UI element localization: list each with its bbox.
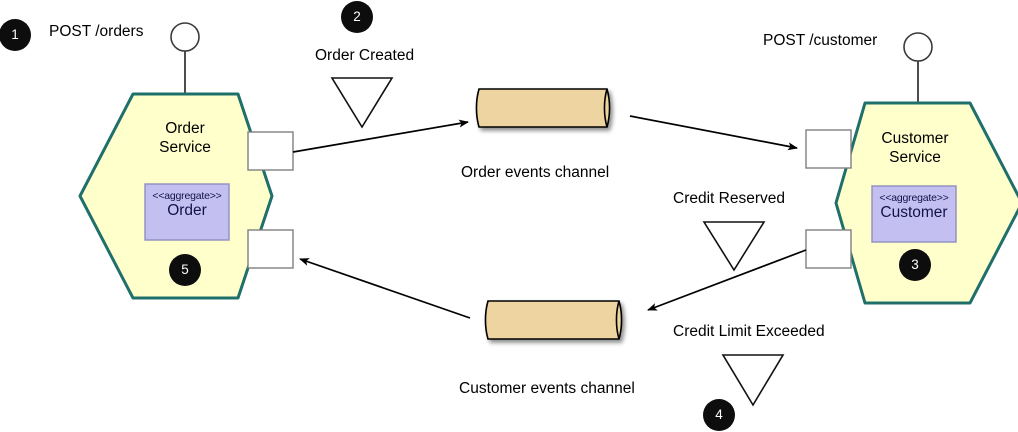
customer-service-outbound-port[interactable] [805,229,852,269]
order-service-outbound-port[interactable] [247,131,294,171]
customer-service-title-line2: Service [889,148,941,166]
step-badge-5-label: 5 [181,262,189,277]
order-events-channel-cap [603,88,608,128]
customer-service-node[interactable] [805,32,1018,305]
credit-reserved-event-label: Credit Reserved [673,190,785,207]
order-created-event-label: Order Created [315,47,415,64]
customer-service-inbound-port[interactable] [805,129,852,169]
order-events-channel-label: Order events channel [461,164,610,181]
step-badge-2-label: 2 [353,9,361,24]
order-service-title: Order Service [135,120,235,158]
step-badge-3[interactable] [899,249,931,281]
order-events-channel-node[interactable] [475,88,611,128]
customer-aggregate-name: Customer [880,204,948,222]
step-badge-1-label: 1 [11,27,19,42]
step-badge-4[interactable] [703,399,735,431]
step-badge-3-label: 3 [911,257,919,272]
credit-reserved-event-triangle[interactable] [702,221,766,272]
credit-limit-exceeded-event-label: Credit Limit Exceeded [673,323,825,340]
order-events-channel-body[interactable] [475,88,611,128]
order-service-title-line2: Service [159,138,211,156]
flow-order-channel-to-customer-service [629,115,798,151]
customer-aggregate-label: <<aggregate>> Customer [870,192,958,222]
flow-order-service-to-order-channel [292,119,469,153]
order-service-lollipop-icon[interactable] [170,22,200,52]
customer-events-channel-body[interactable] [484,300,623,340]
order-service-node[interactable] [78,22,294,300]
order-created-event-triangle[interactable] [330,77,394,129]
customer-service-title: Customer Service [864,130,966,168]
customer-service-lollipop-icon[interactable] [903,32,933,62]
order-aggregate-label: <<aggregate>> Order [145,190,229,220]
customer-aggregate-box[interactable] [871,185,957,243]
customer-events-channel-node[interactable] [484,300,623,340]
order-aggregate-name: Order [167,202,207,220]
customer-service-endpoint-label: POST /customer [763,32,878,49]
order-service-inbound-port[interactable] [247,229,294,269]
customer-events-channel-cap [615,300,620,340]
order-service-endpoint-label: POST /orders [49,23,144,40]
step-badge-4-label: 4 [715,407,723,422]
step-badge-2[interactable] [341,1,373,33]
flow-customer-service-to-customer-channel [647,249,807,311]
order-aggregate-stereotype: <<aggregate>> [152,190,222,202]
credit-limit-exceeded-event-triangle[interactable] [721,354,785,407]
order-service-title-line1: Order [165,120,205,137]
step-badge-5[interactable] [169,254,201,286]
flow-customer-channel-to-order-service [299,258,471,319]
customer-service-title-line1: Customer [881,130,949,147]
step-badge-1[interactable] [0,19,31,51]
customer-aggregate-stereotype: <<aggregate>> [879,192,949,204]
customer-events-channel-label: Customer events channel [459,380,635,397]
order-aggregate-box[interactable] [144,183,230,241]
